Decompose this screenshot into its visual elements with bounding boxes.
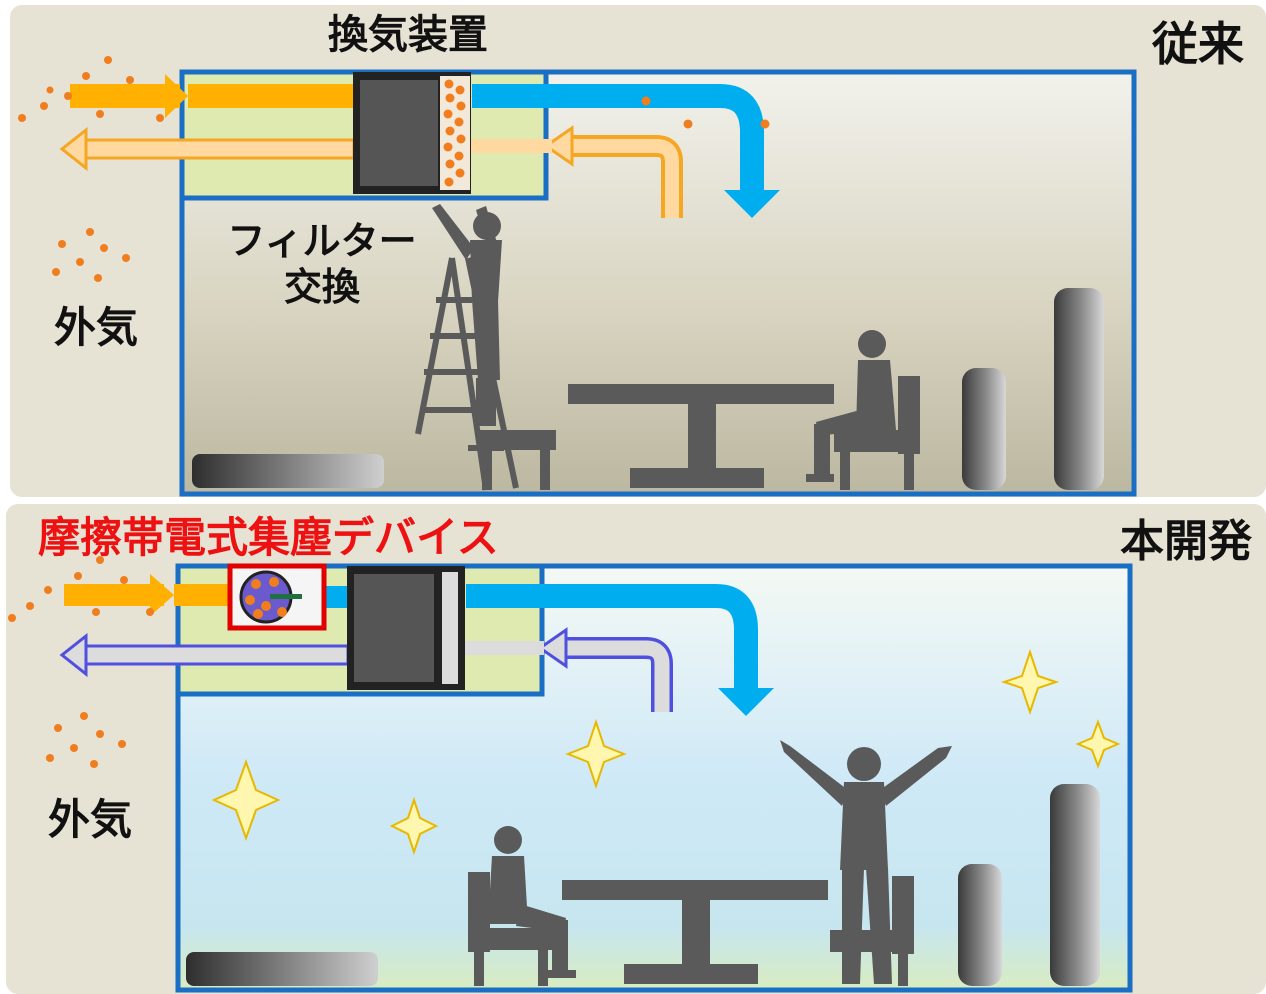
supply-air-arrowhead [724, 190, 780, 218]
supply-air-arrow [472, 84, 764, 196]
outside-air-label: 外気 [54, 303, 138, 352]
top-panel: 換気装置 従来 フィルター 交換 外気 [10, 5, 1266, 497]
exhaust-arrow [59, 632, 544, 678]
dust-particle-icon [18, 56, 770, 282]
table [568, 384, 834, 488]
seated-person-silhouette [488, 826, 576, 978]
cylinder-small [958, 864, 1002, 986]
table [562, 880, 828, 984]
collector-device-icon [227, 563, 327, 631]
cylinder-tall [1054, 288, 1104, 490]
filter-unit-icon [347, 566, 465, 690]
supply-air-arrow [466, 584, 758, 692]
device-label: 摩擦帯電式集塵デバイス [38, 513, 499, 562]
bottom-panel: 摩擦帯電式集塵デバイス 本開発 外気 [6, 504, 1266, 994]
filter-label-line1: フィルター [227, 219, 416, 263]
chair-left [480, 430, 556, 490]
seated-person-silhouette [806, 330, 896, 482]
filter-unit-icon [353, 72, 471, 194]
chair-left [468, 872, 554, 986]
chair-right [834, 376, 920, 490]
intake-arrow [70, 74, 354, 118]
cheering-person-silhouette [780, 740, 952, 984]
cylinder-small [962, 368, 1006, 490]
corner-label: 本開発 [1120, 516, 1253, 567]
outside-air-label: 外気 [48, 795, 132, 844]
intake-arrow [64, 574, 234, 616]
floor-sofa [192, 454, 384, 488]
device-label: 換気装置 [328, 12, 488, 58]
cylinder-tall [1050, 784, 1100, 986]
filter-label-line2: 交換 [284, 265, 361, 309]
corner-label: 従来 [1151, 17, 1244, 71]
sparkle-icon [211, 648, 1121, 856]
floor-sofa [186, 952, 378, 986]
supply-air-arrowhead [718, 688, 774, 716]
worker-on-ladder-silhouette [432, 204, 502, 426]
dust-particle-icon [8, 556, 154, 768]
